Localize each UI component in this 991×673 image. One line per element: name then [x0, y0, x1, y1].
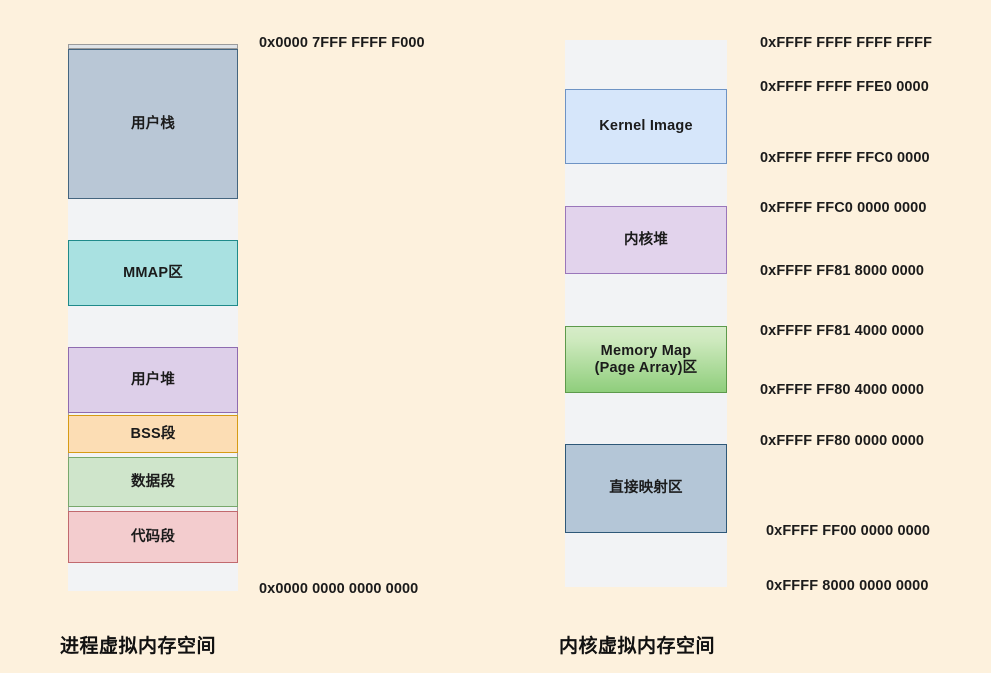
process-virtual-memory-column: 用户栈 MMAP区 用户堆 BSS段 数据段 代码段 — [68, 44, 238, 591]
segment-kernel-gap-3 — [565, 393, 727, 444]
address-label-kernel-9: 0xFFFF 8000 0000 0000 — [766, 578, 929, 594]
segment-label-kernel-image: Kernel Image — [599, 118, 693, 135]
address-label-kernel-3: 0xFFFF FFC0 0000 0000 — [760, 200, 927, 216]
segment-label-mmap-area: MMAP区 — [123, 264, 183, 281]
segment-direct-map-area: 直接映射区 — [565, 444, 727, 533]
segment-label-data: 数据段 — [130, 473, 176, 490]
address-label-kernel-5: 0xFFFF FF81 4000 0000 — [760, 323, 925, 339]
address-label-kernel-7: 0xFFFF FF80 0000 0000 — [760, 433, 925, 449]
address-label-process-top: 0x0000 7FFF FFFF F000 — [259, 35, 425, 51]
segment-mmap-area: MMAP区 — [68, 240, 238, 306]
segment-gap-1 — [68, 199, 238, 240]
segment-data: 数据段 — [68, 457, 238, 507]
segment-text: 代码段 — [68, 511, 238, 563]
kernel-memory-stack: Kernel Image 内核堆 Memory Map (Page Array)… — [565, 40, 727, 587]
segment-top-guard-strip — [68, 44, 238, 49]
address-label-process-bottom: 0x0000 0000 0000 0000 — [259, 581, 419, 597]
segment-bss: BSS段 — [68, 415, 238, 453]
segment-gap-3 — [68, 563, 238, 591]
address-label-kernel-1: 0xFFFF FFFF FFE0 0000 — [760, 79, 929, 95]
segment-label-user-stack: 用户栈 — [130, 115, 176, 132]
process-memory-stack: 用户栈 MMAP区 用户堆 BSS段 数据段 代码段 — [68, 44, 238, 591]
address-label-kernel-4: 0xFFFF FF81 8000 0000 — [760, 263, 925, 279]
address-label-kernel-8: 0xFFFF FF00 0000 0000 — [766, 523, 931, 539]
segment-label-bss: BSS段 — [130, 425, 176, 442]
segment-label-text: 代码段 — [130, 528, 176, 545]
kernel-virtual-memory-column: Kernel Image 内核堆 Memory Map (Page Array)… — [565, 40, 727, 587]
address-label-kernel-6: 0xFFFF FF80 4000 0000 — [760, 382, 925, 398]
segment-user-stack: 用户栈 — [68, 49, 238, 199]
segment-label-kernel-heap: 内核堆 — [623, 231, 669, 248]
segment-kernel-gap-2 — [565, 274, 727, 326]
segment-kernel-gap-1 — [565, 164, 727, 206]
address-label-kernel-0: 0xFFFF FFFF FFFF FFFF — [760, 35, 933, 51]
segment-label-direct-map-area: 直接映射区 — [609, 480, 683, 497]
address-label-kernel-2: 0xFFFF FFFF FFC0 0000 — [760, 150, 930, 166]
caption-process-virtual-memory: 进程虚拟内存空间 — [60, 636, 217, 657]
segment-kernel-heap: 内核堆 — [565, 206, 727, 274]
segment-gap-2 — [68, 306, 238, 347]
segment-kernel-image: Kernel Image — [565, 89, 727, 164]
segment-memory-map-area: Memory Map (Page Array)区 — [565, 326, 727, 393]
segment-kernel-gap-bottom — [565, 533, 727, 587]
caption-kernel-virtual-memory: 内核虚拟内存空间 — [559, 636, 716, 657]
segment-kernel-gap-top — [565, 40, 727, 89]
segment-label-user-heap: 用户堆 — [130, 371, 176, 388]
segment-label-memory-map-area: Memory Map (Page Array)区 — [594, 342, 698, 376]
segment-user-heap: 用户堆 — [68, 347, 238, 413]
